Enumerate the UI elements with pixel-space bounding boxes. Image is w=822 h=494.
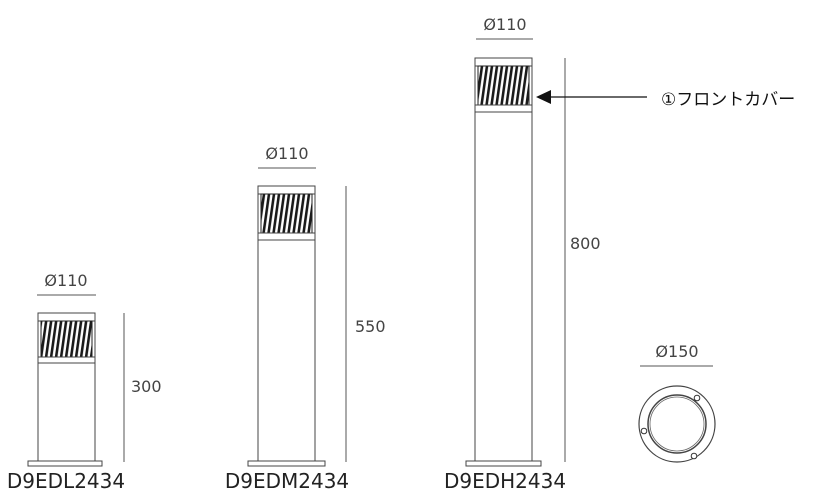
height-label: 300 bbox=[131, 377, 162, 396]
front-cover-window bbox=[477, 65, 530, 106]
bollard-low: Ø110 300 D9EDL2434 bbox=[7, 271, 162, 493]
model-label: D9EDL2434 bbox=[7, 469, 125, 493]
model-label: D9EDH2434 bbox=[444, 469, 566, 493]
callout-arrowhead bbox=[536, 90, 551, 104]
bollard-body bbox=[474, 57, 533, 462]
front-cover-window bbox=[40, 320, 93, 358]
front-cover-window bbox=[260, 193, 313, 234]
base-plate bbox=[247, 460, 326, 467]
height-label: 550 bbox=[355, 317, 386, 336]
bolt-hole bbox=[640, 427, 648, 435]
bollard-high: Ø110 800 D9EDH2434 ①フロントカバー bbox=[444, 15, 795, 493]
height-label: 800 bbox=[570, 234, 601, 253]
base-diameter-label: Ø150 bbox=[655, 342, 698, 361]
model-label: D9EDM2434 bbox=[225, 469, 349, 493]
bolt-hole bbox=[693, 394, 701, 402]
diameter-label: Ø110 bbox=[44, 271, 87, 290]
diameter-label: Ø110 bbox=[483, 15, 526, 34]
base-inner-circle bbox=[647, 394, 707, 454]
diameter-label: Ø110 bbox=[265, 144, 308, 163]
base-plate-top-view: Ø150 bbox=[638, 342, 716, 463]
base-plate bbox=[27, 460, 103, 467]
head-cap bbox=[474, 57, 533, 67]
head-cap bbox=[37, 312, 96, 322]
head-cap bbox=[257, 185, 316, 195]
bolt-hole bbox=[690, 452, 698, 460]
base-inner-ring bbox=[649, 396, 705, 452]
callout-label: ①フロントカバー bbox=[661, 90, 795, 110]
base-plate bbox=[465, 460, 542, 467]
bollard-medium: Ø110 550 D9EDM2434 bbox=[225, 144, 386, 493]
